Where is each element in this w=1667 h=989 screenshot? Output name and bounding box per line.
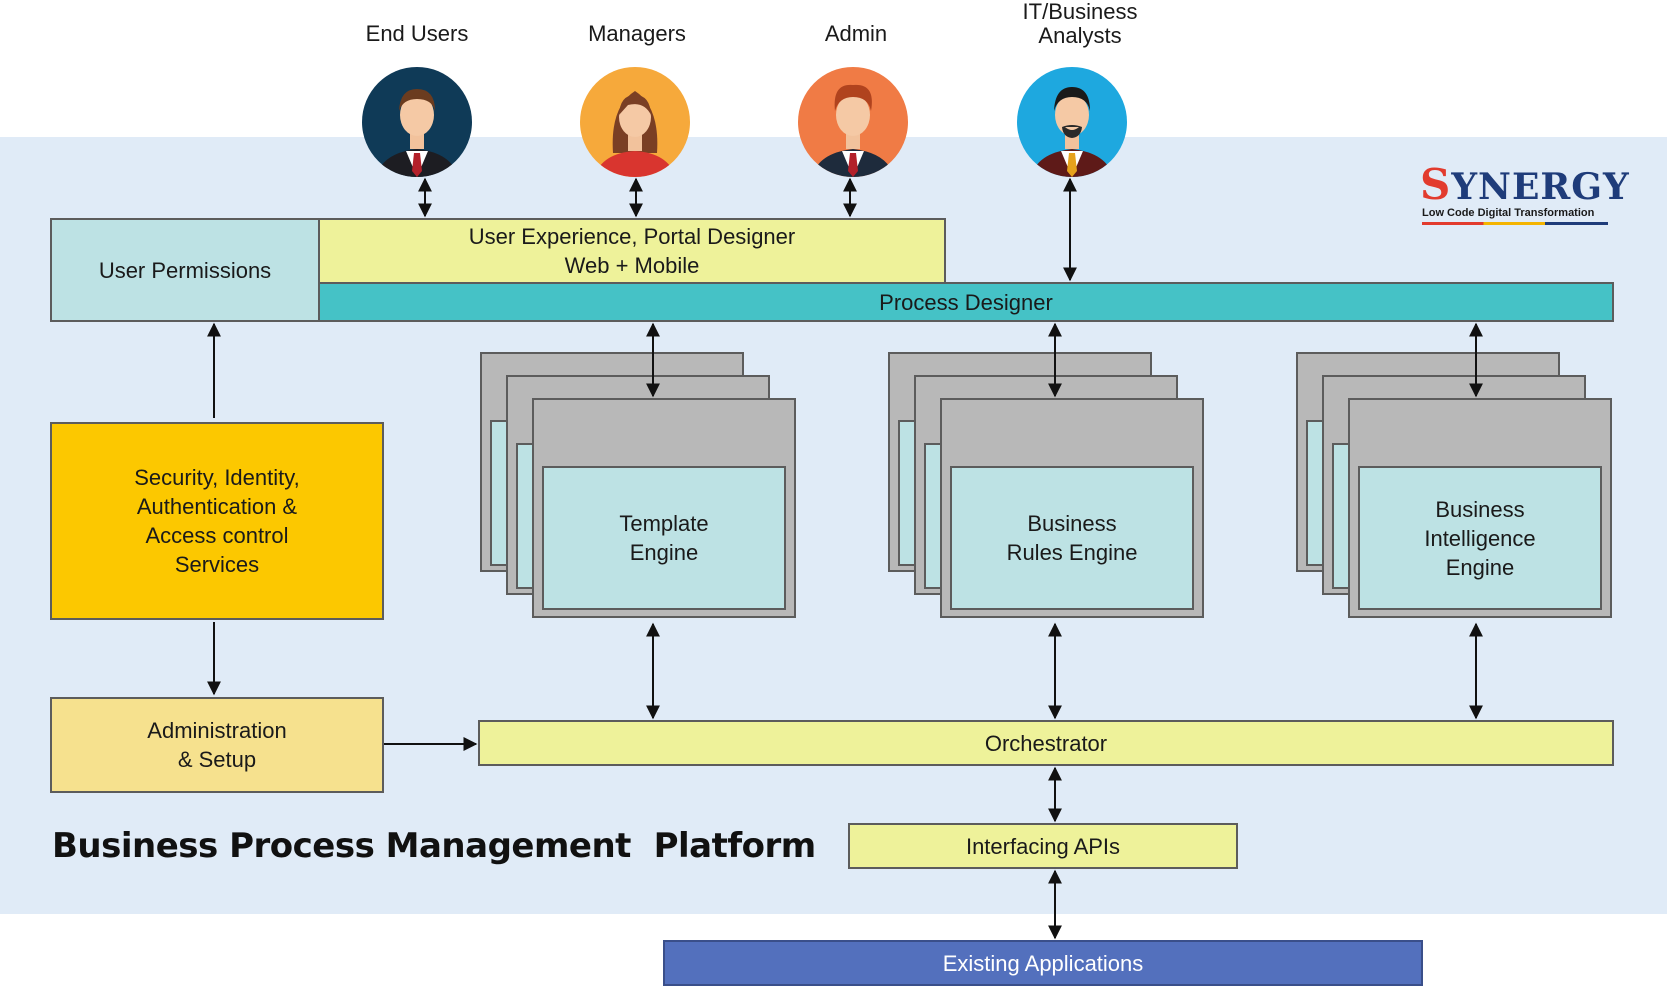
process-designer-block: Process Designer: [318, 282, 1614, 322]
synergy-logo: SYNERGY Low Code Digital Transformation: [1420, 160, 1629, 230]
persona-label-admin: Admin: [824, 21, 888, 46]
security-services-block: Security, Identity, Authentication & Acc…: [50, 422, 384, 620]
business-intelligence-engine-label: Business Intelligence Engine: [1358, 466, 1602, 610]
manager-avatar-icon: [580, 67, 690, 177]
persona-label-end-users: End Users: [365, 21, 469, 46]
persona-label-analysts: IT/Business Analysts: [1022, 0, 1138, 48]
platform-title: Business Process Management Platform: [52, 826, 816, 866]
engine-card-front: Business Intelligence Engine: [1348, 398, 1612, 618]
engine-card-front: Business Rules Engine: [940, 398, 1204, 618]
logo-tagline: Low Code Digital Transformation: [1422, 207, 1595, 219]
analyst-avatar-icon: [1017, 67, 1127, 177]
admin-avatar-icon: [798, 67, 908, 177]
user-permissions-block: User Permissions: [50, 218, 320, 322]
interfacing-apis-block: Interfacing APIs: [848, 823, 1238, 869]
business-rules-engine-stack: Business Rules Engine: [888, 352, 1208, 622]
existing-applications-block: Existing Applications: [663, 940, 1423, 986]
persona-label-managers: Managers: [588, 21, 686, 46]
business-intelligence-engine-stack: Business Intelligence Engine: [1296, 352, 1616, 622]
end-user-avatar-icon: [362, 67, 472, 177]
business-rules-engine-label: Business Rules Engine: [950, 466, 1194, 610]
template-engine-stack: Template Engine: [480, 352, 800, 622]
template-engine-label: Template Engine: [542, 466, 786, 610]
engine-card-front: Template Engine: [532, 398, 796, 618]
administration-setup-block: Administration & Setup: [50, 697, 384, 793]
orchestrator-block: Orchestrator: [478, 720, 1614, 766]
